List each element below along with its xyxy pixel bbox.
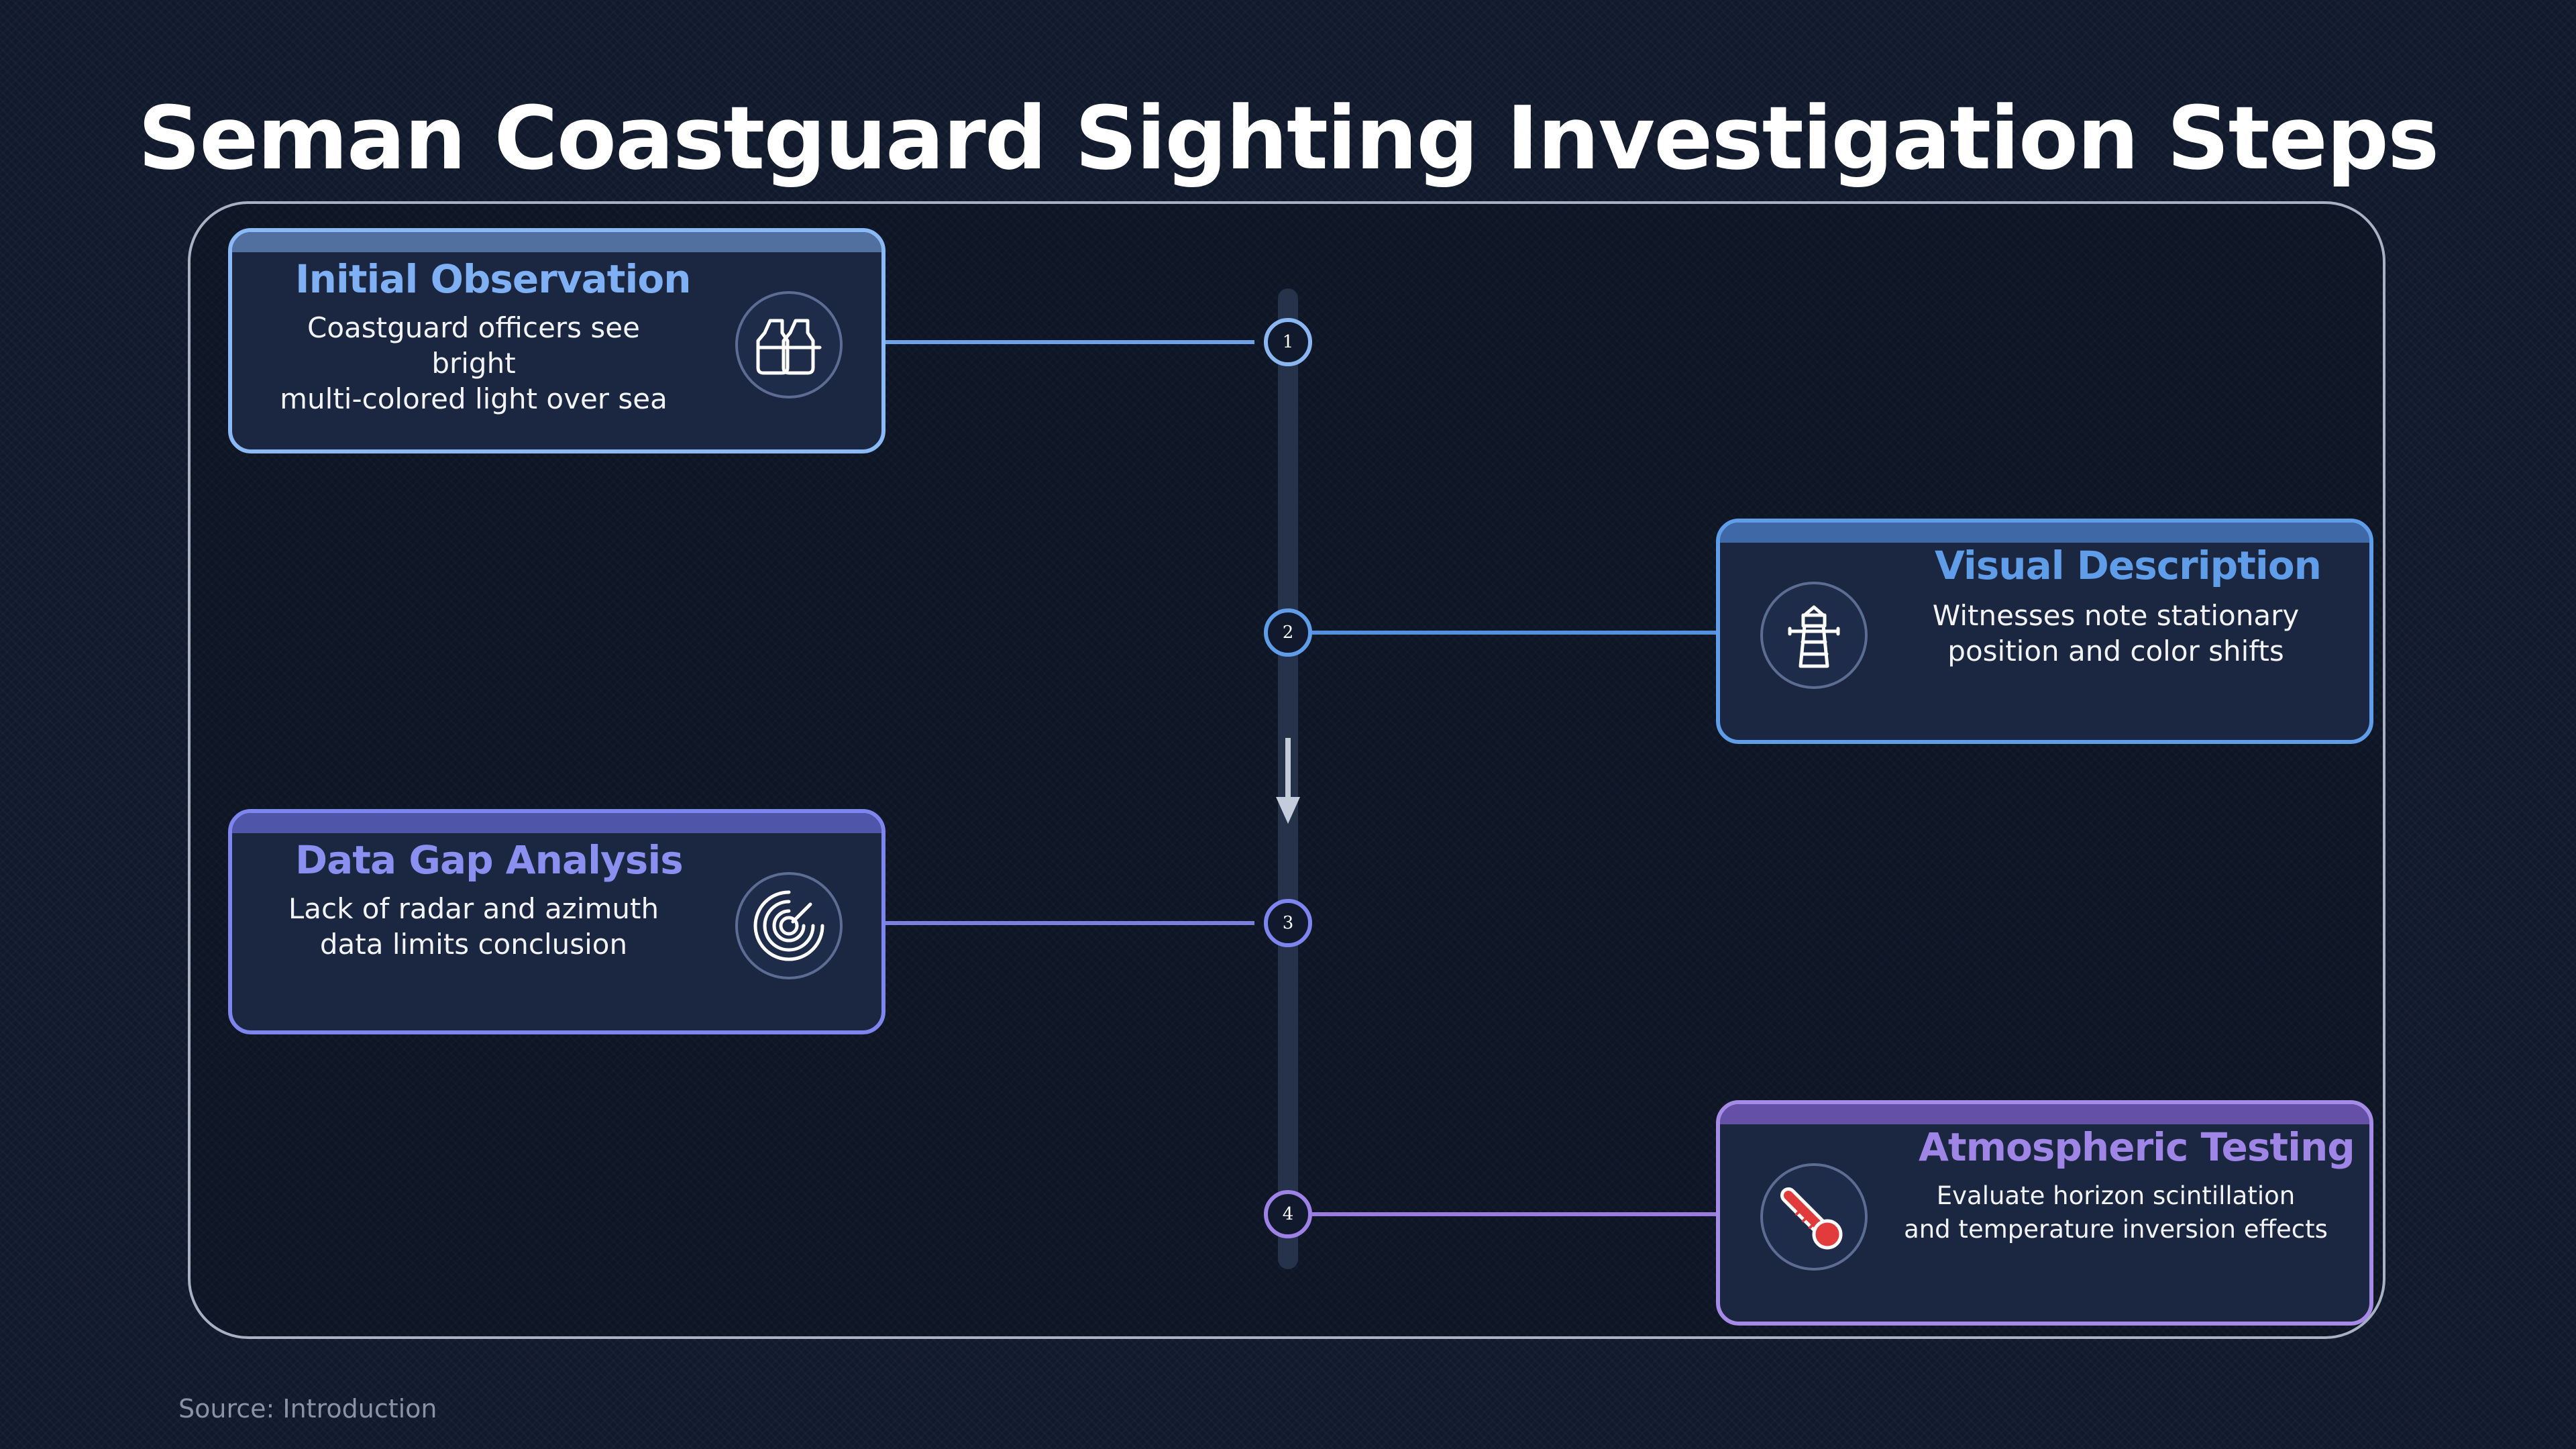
connector-step-1 [885, 340, 1254, 344]
binoculars-icon [735, 291, 843, 398]
step-description: Lack of radar and azimuth data limits co… [272, 891, 675, 962]
step-heading: Visual Description [1935, 543, 2322, 588]
connector-step-2 [1312, 631, 1717, 635]
step-description-line: Witnesses note stationary [1932, 599, 2300, 632]
step-description-line: and temperature inversion effects [1904, 1215, 2328, 1244]
step-node-4: 4 [1264, 1190, 1312, 1238]
card-header-band [1720, 523, 2369, 543]
step-description: Witnesses note stationary position and c… [1901, 598, 2330, 669]
step-node-2: 2 [1264, 608, 1312, 657]
step-description-line: multi-colored light over sea [280, 382, 667, 415]
source-note: Source: Introduction [178, 1394, 437, 1424]
step-heading: Atmospheric Testing [1919, 1124, 2355, 1170]
step-card-data-gap-analysis: Data Gap Analysis Lack of radar and azim… [228, 809, 885, 1034]
step-node-3: 3 [1264, 899, 1312, 947]
step-card-atmospheric-testing: Atmospheric Testing Evaluate horizon sci… [1716, 1100, 2373, 1326]
step-card-initial-observation: Initial Observation Coastguard officers … [228, 228, 885, 453]
connector-step-3 [885, 921, 1254, 925]
card-header-band [232, 813, 881, 833]
page-title: Seman Coastguard Sighting Investigation … [138, 87, 2440, 189]
lighthouse-icon [1760, 582, 1868, 689]
step-description-line: Coastguard officers see bright [307, 311, 640, 380]
step-heading: Initial Observation [295, 256, 692, 302]
step-description-line: Evaluate horizon scintillation [1936, 1181, 2296, 1210]
card-header-band [1720, 1104, 2369, 1124]
connector-step-4 [1312, 1212, 1717, 1216]
step-description-line: Lack of radar and azimuth [288, 892, 659, 925]
step-description: Evaluate horizon scintillation and tempe… [1901, 1179, 2330, 1246]
thermometer-icon [1760, 1163, 1868, 1271]
step-description: Coastguard officers see bright multi-col… [272, 310, 675, 417]
card-header-band [232, 232, 881, 252]
flow-arrow-icon [1276, 738, 1300, 824]
step-description-line: position and color shifts [1947, 635, 2284, 667]
step-card-visual-description: Visual Description Witnesses note statio… [1716, 519, 2373, 744]
radar-icon [735, 872, 843, 979]
step-node-1: 1 [1264, 318, 1312, 366]
step-description-line: data limits conclusion [319, 928, 628, 961]
step-heading: Data Gap Analysis [295, 837, 684, 883]
